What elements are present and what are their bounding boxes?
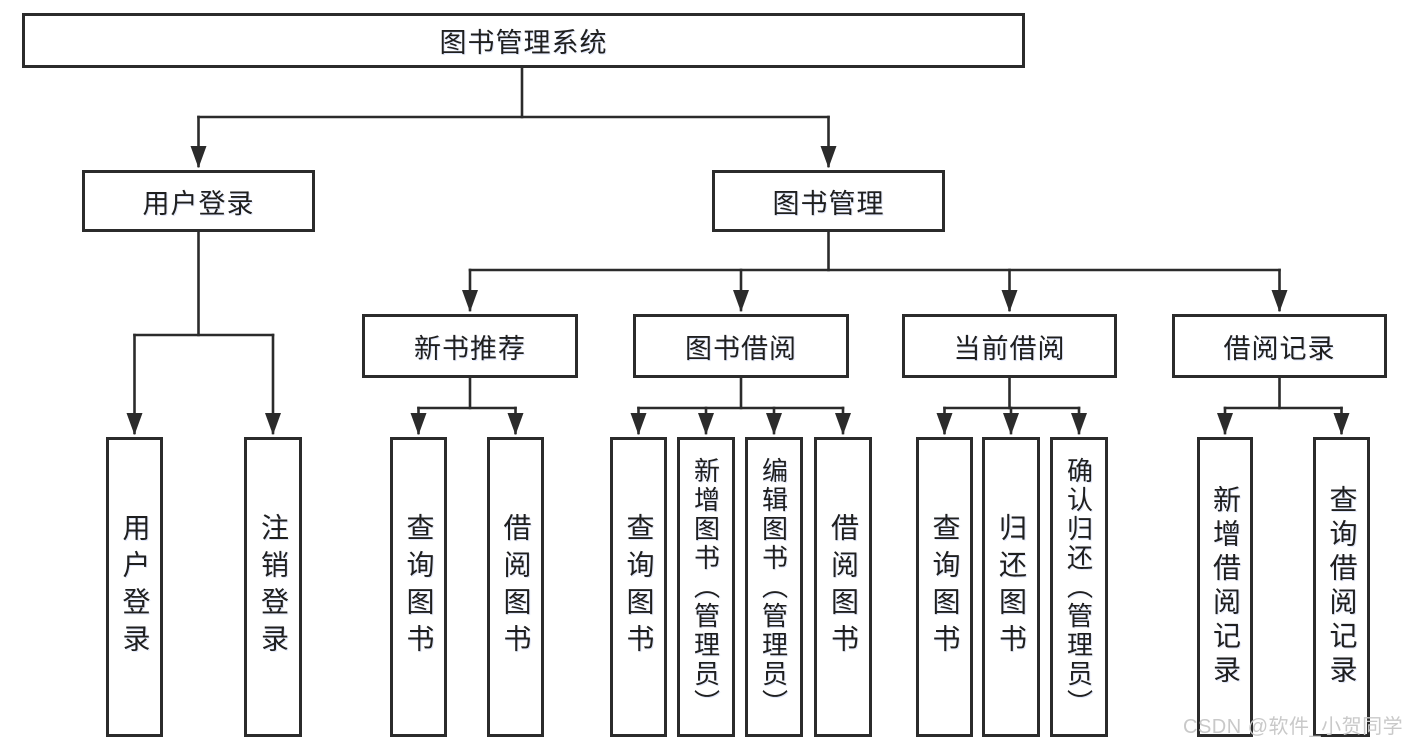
- node-root-system: 图书管理系统: [22, 13, 1025, 68]
- leaf-current-query-book-label: 查询图书: [929, 513, 961, 661]
- leaf-add-borrow-record: 新增借阅记录: [1197, 437, 1253, 737]
- node-book-borrow-label: 图书借阅: [685, 333, 797, 364]
- leaf-query-borrow-record-label: 查询借阅记录: [1326, 485, 1358, 689]
- leaf-user-login-label: 用户登录: [119, 513, 151, 661]
- leaf-borrow-query-book: 查询图书: [610, 437, 667, 737]
- leaf-edit-book-admin: 编辑图书（管理员）: [745, 437, 803, 737]
- node-user-login: 用户登录: [82, 170, 315, 232]
- leaf-logout: 注销登录: [244, 437, 302, 737]
- node-new-book-recommend-label: 新书推荐: [414, 333, 526, 364]
- leaf-add-borrow-record-label: 新增借阅记录: [1210, 485, 1241, 689]
- node-book-borrow: 图书借阅: [633, 314, 849, 378]
- leaf-confirm-return-admin: 确认归还（管理员）: [1050, 437, 1108, 737]
- leaf-user-login: 用户登录: [106, 437, 163, 737]
- node-current-borrow-label: 当前借阅: [953, 333, 1066, 364]
- leaf-recommend-query-book-label: 查询图书: [403, 513, 435, 661]
- leaf-borrow-book: 借阅图书: [814, 437, 872, 737]
- node-book-management: 图书管理: [712, 170, 945, 232]
- leaf-recommend-borrow-book: 借阅图书: [487, 437, 544, 737]
- node-user-login-label: 用户登录: [142, 188, 255, 219]
- csdn-watermark: CSDN @软件_小贺同学: [1183, 716, 1404, 738]
- leaf-add-book-admin: 新增图书（管理员）: [677, 437, 735, 737]
- node-root-label: 图书管理系统: [439, 28, 608, 58]
- leaf-confirm-return-admin-label: 确认归还（管理员）: [1063, 456, 1094, 718]
- leaf-logout-label: 注销登录: [258, 513, 289, 661]
- node-book-management-label: 图书管理: [772, 188, 885, 219]
- leaf-current-query-book: 查询图书: [916, 437, 973, 737]
- leaf-borrow-query-book-label: 查询图书: [623, 513, 655, 661]
- node-borrow-records-label: 借阅记录: [1223, 333, 1336, 364]
- node-new-book-recommend: 新书推荐: [362, 314, 578, 378]
- leaf-recommend-borrow-book-label: 借阅图书: [500, 513, 532, 661]
- leaf-add-book-admin-label: 新增图书（管理员）: [690, 456, 721, 718]
- leaf-return-book: 归还图书: [982, 437, 1040, 737]
- leaf-edit-book-admin-label: 编辑图书（管理员）: [758, 456, 789, 718]
- leaf-borrow-book-label: 借阅图书: [828, 513, 859, 661]
- node-borrow-records: 借阅记录: [1172, 314, 1387, 378]
- node-current-borrow: 当前借阅: [902, 314, 1117, 378]
- leaf-return-book-label: 归还图书: [996, 513, 1027, 661]
- leaf-recommend-query-book: 查询图书: [390, 437, 447, 737]
- leaf-query-borrow-record: 查询借阅记录: [1313, 437, 1370, 737]
